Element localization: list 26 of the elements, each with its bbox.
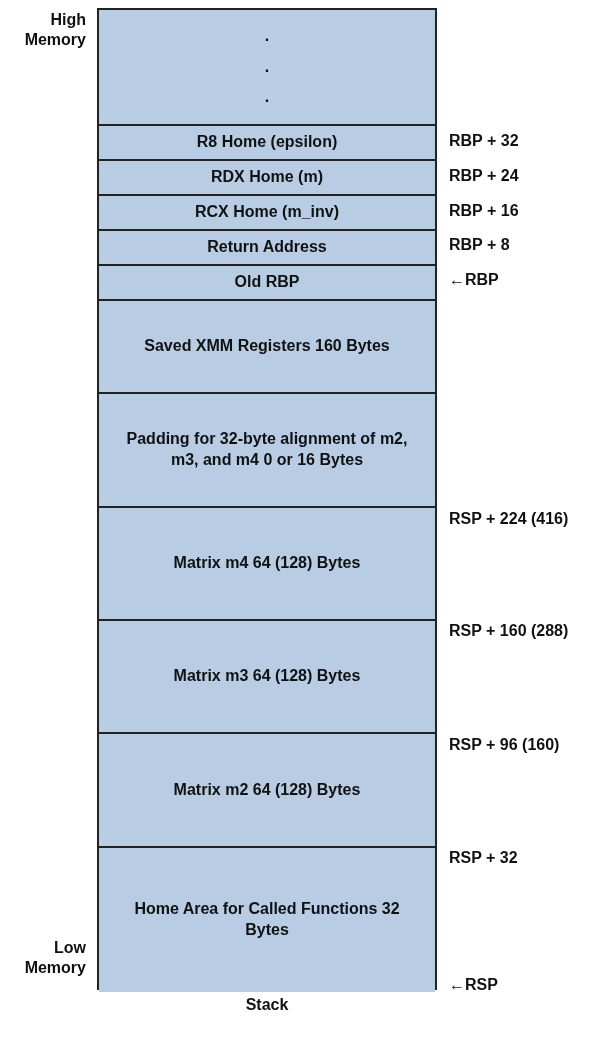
slot-label: R8 Home (epsilon) [195,132,339,153]
pointer-label: ←RSP [449,975,498,995]
offset-label: RSP + 160 (288) [449,621,569,641]
offset-label: RSP + 32 [449,848,518,868]
memory-end-label: Low Memory [23,938,86,978]
slot-label: RDX Home (m) [210,167,324,188]
slot-label: Saved XMM Registers 160 Bytes [143,336,391,357]
slot-label: Return Address [206,237,328,258]
offset-label: RBP + 8 [449,235,510,255]
pointer-label: ←RBP [449,270,499,290]
offset-label: RBP + 24 [449,166,519,186]
slot-label: Padding for 32-byte alignment of m2, m3, and m4 0 or 16 Bytes [125,429,409,470]
slot-label: Matrix m2 64 (128) Bytes [172,779,362,800]
offset-label: RBP + 32 [449,131,519,151]
slot-label: Matrix m4 64 (128) Bytes [172,553,362,574]
slot-label: Matrix m3 64 (128) Bytes [172,666,362,687]
stack-heading: Stack [244,996,290,1014]
slot-label: . . . [264,26,270,108]
slot-label: Home Area for Called Functions 32 Bytes [133,899,401,940]
offset-label: RSP + 96 (160) [449,735,560,755]
slot-label: RCX Home (m_inv) [194,202,340,223]
offset-label: RSP + 224 (416) [449,509,569,529]
slot-label: Old RBP [233,272,301,293]
memory-end-label: High Memory [23,10,86,50]
stack-slot [99,846,435,992]
offset-label: RBP + 16 [449,201,519,221]
